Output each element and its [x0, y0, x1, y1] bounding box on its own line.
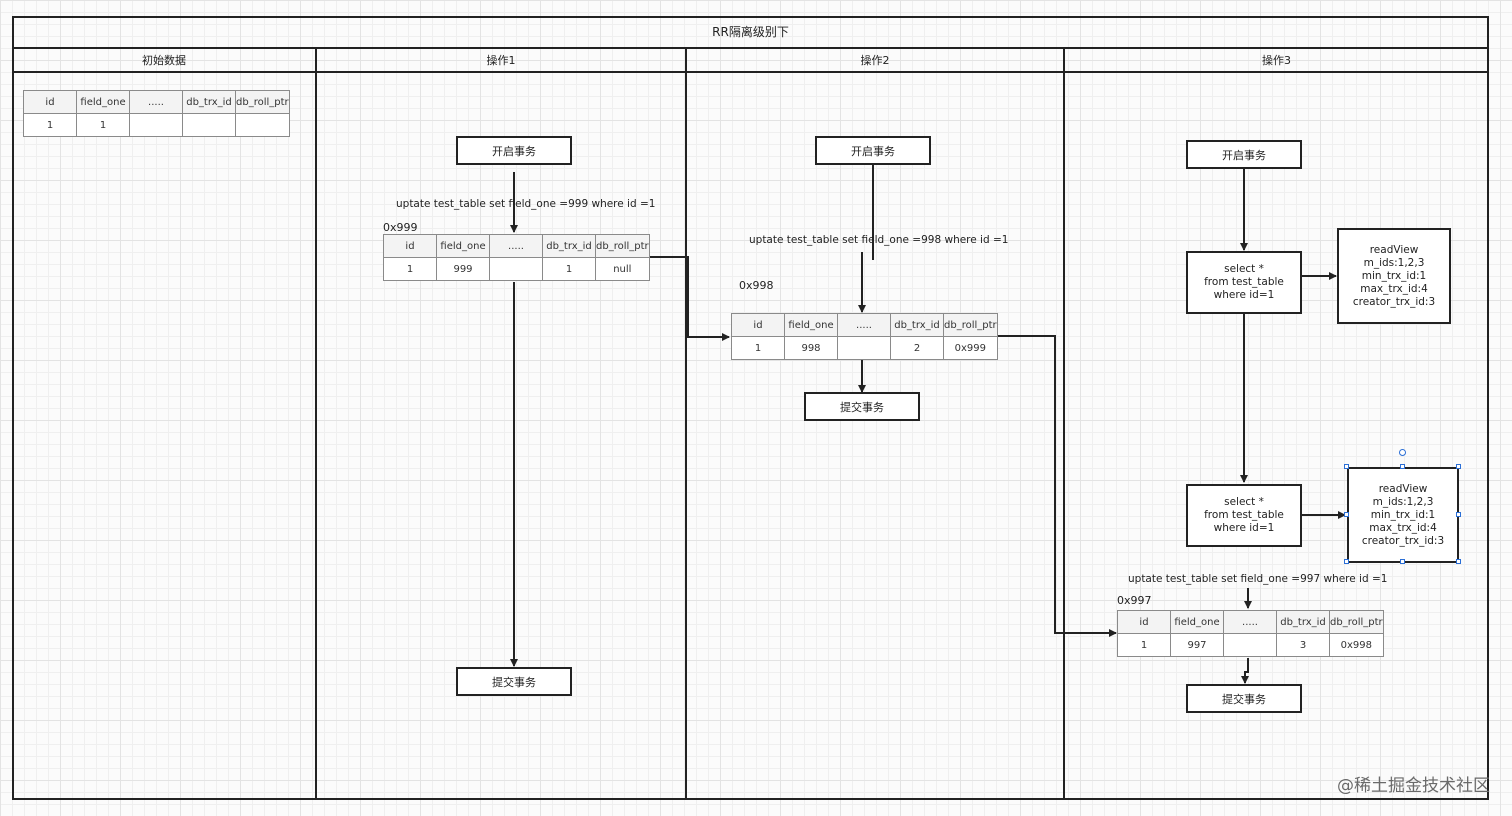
col-db-roll-ptr: db_roll_ptr	[1329, 610, 1384, 634]
op3-commit-transaction: 提交事务	[1186, 684, 1302, 713]
col-field-one: field_one	[436, 234, 490, 258]
lane-divider	[685, 49, 687, 800]
readview-line: max_trx_id:4	[1369, 521, 1437, 534]
op3-update-sql: uptate test_table set field_one =997 whe…	[1128, 573, 1388, 585]
op1-begin-transaction: 开启事务	[456, 136, 572, 165]
cell: 997	[1170, 633, 1224, 657]
col-id: id	[23, 90, 77, 114]
col-id: id	[383, 234, 437, 258]
cell: 998	[784, 336, 838, 360]
col-ellipsis: .....	[1223, 610, 1277, 634]
col-field-one: field_one	[1170, 610, 1224, 634]
col-db-trx-id: db_trx_id	[890, 313, 944, 337]
cell: 0x998	[1329, 633, 1384, 657]
readview-line: m_ids:1,2,3	[1363, 256, 1425, 269]
col-field-one: field_one	[784, 313, 838, 337]
readview-line: creator_trx_id:3	[1361, 534, 1445, 547]
lane-header-op1: 操作1	[316, 49, 686, 73]
col-db-roll-ptr: db_roll_ptr	[595, 234, 650, 258]
op2-commit-transaction: 提交事务	[804, 392, 920, 421]
op3-select-statement-2: select * from test_table where id=1	[1186, 484, 1302, 547]
col-ellipsis: .....	[129, 90, 183, 114]
col-db-roll-ptr: db_roll_ptr	[943, 313, 998, 337]
cell: null	[595, 257, 650, 281]
watermark: @稀土掘金技术社区	[1337, 776, 1490, 796]
readview-line: min_trx_id:1	[1361, 269, 1427, 282]
col-id: id	[1117, 610, 1171, 634]
cell: 2	[890, 336, 944, 360]
arrow-0x999-to-0x998	[645, 256, 730, 341]
col-db-roll-ptr: db_roll_ptr	[235, 90, 290, 114]
cell: 3	[1276, 633, 1330, 657]
col-db-trx-id: db_trx_id	[542, 234, 596, 258]
resize-handle-se[interactable]	[1456, 559, 1461, 564]
op2-begin-transaction: 开启事务	[815, 136, 931, 165]
op3-begin-transaction: 开启事务	[1186, 140, 1302, 169]
readview-line: min_trx_id:1	[1370, 508, 1436, 521]
select-line: select *	[1224, 263, 1264, 275]
readview-line: m_ids:1,2,3	[1372, 495, 1434, 508]
select-line: select *	[1224, 496, 1264, 508]
cell	[489, 257, 543, 281]
select-line: from test_table	[1204, 509, 1284, 521]
record-table-op3: id field_one ..... db_trx_id db_roll_ptr…	[1117, 610, 1384, 657]
select-line: from test_table	[1204, 276, 1284, 288]
resize-handle-s[interactable]	[1400, 559, 1405, 564]
col-field-one: field_one	[76, 90, 130, 114]
readview-box-2-selected[interactable]: readView m_ids:1,2,3 min_trx_id:1 max_tr…	[1347, 467, 1459, 563]
cell: 1	[731, 336, 785, 360]
op1-update-sql: uptate test_table set field_one =999 whe…	[396, 198, 656, 210]
resize-handle-n[interactable]	[1400, 464, 1405, 469]
arrow-0x998-to-0x997	[993, 335, 1117, 637]
select-line: where id=1	[1213, 289, 1275, 301]
cell: 999	[436, 257, 490, 281]
cell	[235, 113, 290, 137]
cell	[182, 113, 236, 137]
record-table-initial: id field_one ..... db_trx_id db_roll_ptr…	[23, 90, 290, 137]
cell: 1	[1117, 633, 1171, 657]
resize-handle-ne[interactable]	[1456, 464, 1461, 469]
readview-line: readView	[1369, 243, 1419, 256]
lane-header-op2: 操作2	[686, 49, 1064, 73]
record-table-op2: id field_one ..... db_trx_id db_roll_ptr…	[731, 313, 998, 360]
arrow-op3-record-to-commit	[1241, 658, 1249, 684]
readview-box-1: readView m_ids:1,2,3 min_trx_id:1 max_tr…	[1337, 228, 1451, 324]
resize-handle-w[interactable]	[1344, 512, 1349, 517]
cell: 1	[383, 257, 437, 281]
select-line: where id=1	[1213, 522, 1275, 534]
op1-address: 0x999	[383, 221, 418, 234]
op3-select-statement-1: select * from test_table where id=1	[1186, 251, 1302, 314]
resize-handle-sw[interactable]	[1344, 559, 1349, 564]
cell: 0x999	[943, 336, 998, 360]
cell: 1	[76, 113, 130, 137]
cell	[1223, 633, 1277, 657]
rotate-handle[interactable]	[1399, 449, 1406, 456]
col-db-trx-id: db_trx_id	[1276, 610, 1330, 634]
cell	[129, 113, 183, 137]
col-ellipsis: .....	[489, 234, 543, 258]
col-db-trx-id: db_trx_id	[182, 90, 236, 114]
op3-address: 0x997	[1117, 594, 1152, 607]
lane-divider	[315, 49, 317, 800]
op2-address: 0x998	[739, 279, 774, 292]
swimlane-frame	[12, 16, 1489, 800]
record-table-op1: id field_one ..... db_trx_id db_roll_ptr…	[383, 234, 650, 281]
cell	[837, 336, 891, 360]
diagram-title: RR隔离级别下	[12, 16, 1489, 49]
readview-line: creator_trx_id:3	[1352, 295, 1436, 308]
cell: 1	[23, 113, 77, 137]
readview-line: readView	[1378, 482, 1428, 495]
col-ellipsis: .....	[837, 313, 891, 337]
op1-commit-transaction: 提交事务	[456, 667, 572, 696]
op2-update-sql: uptate test_table set field_one =998 whe…	[749, 234, 1009, 246]
lane-divider	[1063, 49, 1065, 800]
lane-header-initial: 初始数据	[12, 49, 316, 73]
col-id: id	[731, 313, 785, 337]
lane-header-op3: 操作3	[1064, 49, 1489, 73]
readview-line: max_trx_id:4	[1360, 282, 1428, 295]
cell: 1	[542, 257, 596, 281]
resize-handle-nw[interactable]	[1344, 464, 1349, 469]
resize-handle-e[interactable]	[1456, 512, 1461, 517]
